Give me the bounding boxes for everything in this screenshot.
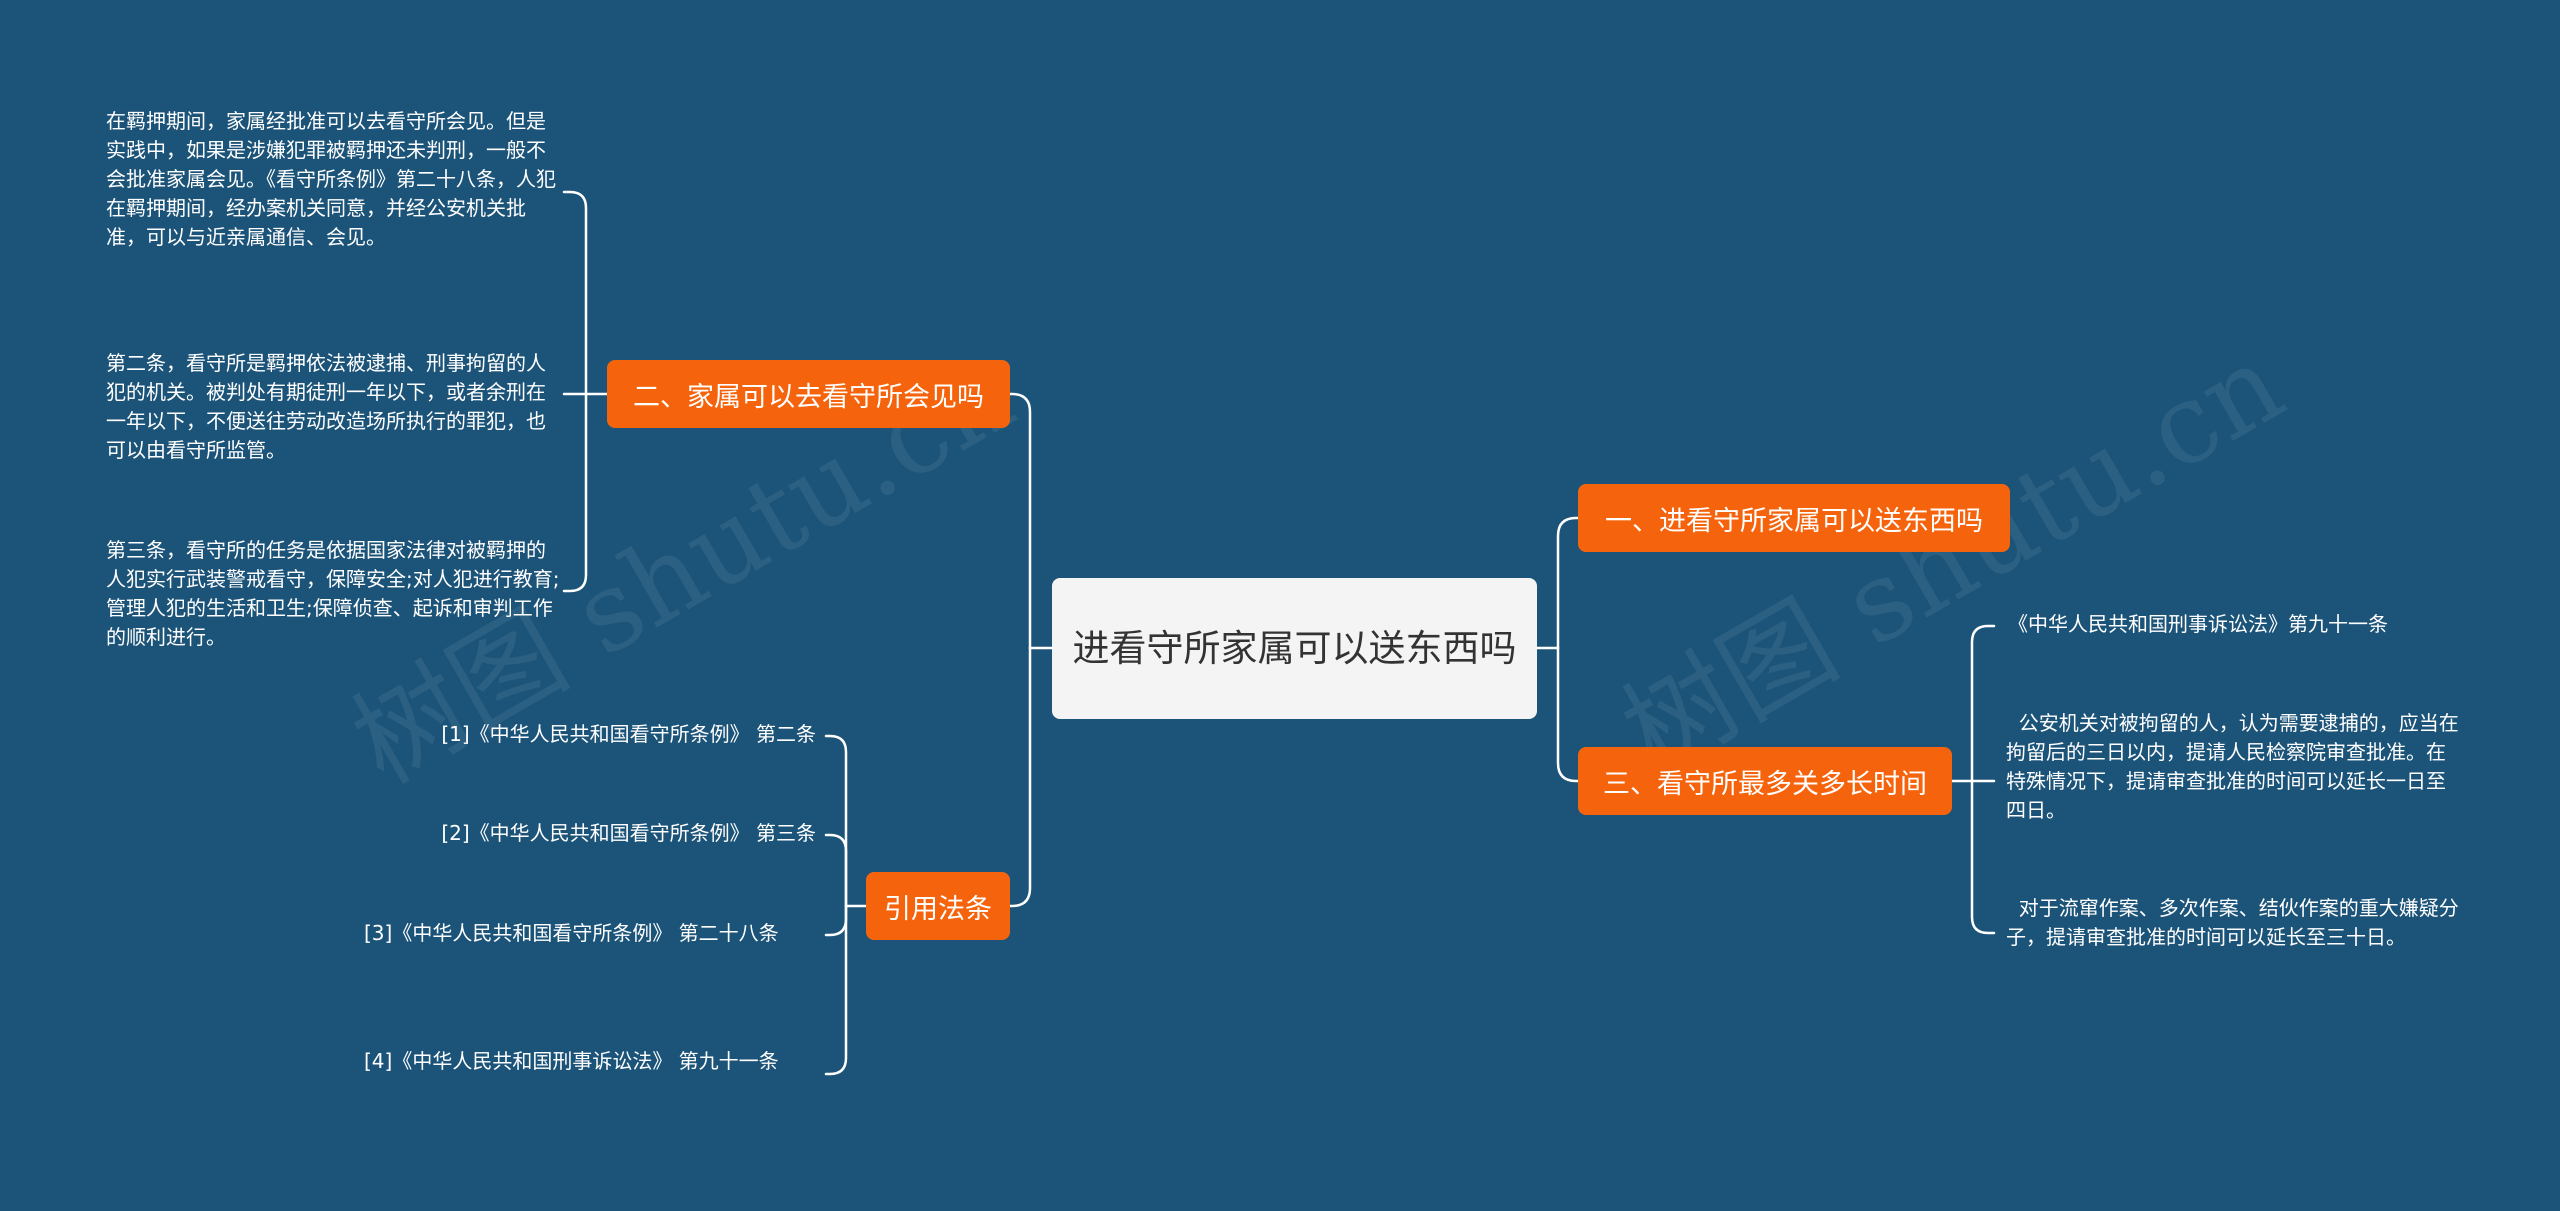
connector-root-time [1556, 646, 1580, 783]
connector-root-send [1556, 516, 1580, 650]
connector-root-cite [1008, 646, 1032, 908]
leaf-cited-law-1[interactable]: [1]《中华人民共和国看守所条例》 第二条 [441, 722, 816, 746]
connector-time-leaf-3 [1970, 779, 1996, 935]
leaf-detention-time-3[interactable]: 对于流窜作案、多次作案、结伙作案的重大嫌疑分子，提请审查批准的时间可以延长至三十… [2006, 896, 2459, 949]
branch-family-visit-label: 二、家属可以去看守所会见吗 [633, 381, 984, 413]
branch-detention-time-label: 三、看守所最多关多长时间 [1603, 768, 1927, 800]
leaf-detention-time-1[interactable]: 《中华人民共和国刑事诉讼法》第九十一条 [2008, 612, 2388, 636]
leaf-cited-law-2[interactable]: [2]《中华人民共和国看守所条例》 第三条 [441, 821, 816, 845]
branch-send-items-label: 一、进看守所家属可以送东西吗 [1605, 505, 1983, 537]
branch-send-items[interactable]: 一、进看守所家属可以送东西吗 [1578, 484, 2010, 552]
leaf-cited-law-3[interactable]: [3]《中华人民共和国看守所条例》 第二十八条 [364, 921, 779, 945]
leaf-family-visit-1[interactable]: 在羁押期间，家属经批准可以去看守所会见。但是实践中，如果是涉嫌犯罪被羁押还未判刑… [106, 109, 556, 249]
leaf-family-visit-3[interactable]: 第三条，看守所的任务是依据国家法律对被羁押的人犯实行武装警戒看守，保障安全;对人… [106, 538, 560, 649]
leaf-family-visit-2[interactable]: 第二条，看守所是羁押依法被逮捕、刑事拘留的人犯的机关。被判处有期徒刑一年以下，或… [106, 351, 546, 462]
connector-cite-leaf-1 [824, 734, 848, 908]
branch-family-visit[interactable]: 二、家属可以去看守所会见吗 [607, 360, 1010, 428]
connector-cite-leaf-3 [824, 904, 848, 937]
connector-root-visit [1008, 392, 1032, 650]
connector-cite-leaf-4 [824, 904, 848, 1076]
branch-cited-laws-label: 引用法条 [884, 893, 992, 925]
root-topic[interactable]: 进看守所家属可以送东西吗 [1052, 578, 1537, 719]
connector-visit-leaf-1 [562, 190, 588, 396]
connector-cite-leaf-2 [824, 833, 848, 908]
connector-visit-leaf-3 [562, 392, 588, 593]
branch-detention-time[interactable]: 三、看守所最多关多长时间 [1578, 747, 1952, 815]
leaf-cited-law-4[interactable]: [4]《中华人民共和国刑事诉讼法》 第九十一条 [364, 1049, 779, 1073]
branch-cited-laws[interactable]: 引用法条 [866, 872, 1010, 940]
connector-time-leaf-1 [1970, 624, 1996, 783]
leaf-detention-time-2[interactable]: 公安机关对被拘留的人，认为需要逮捕的，应当在拘留后的三日以内，提请人民检察院审查… [2006, 711, 2459, 822]
root-topic-label: 进看守所家属可以送东西吗 [1072, 626, 1517, 670]
